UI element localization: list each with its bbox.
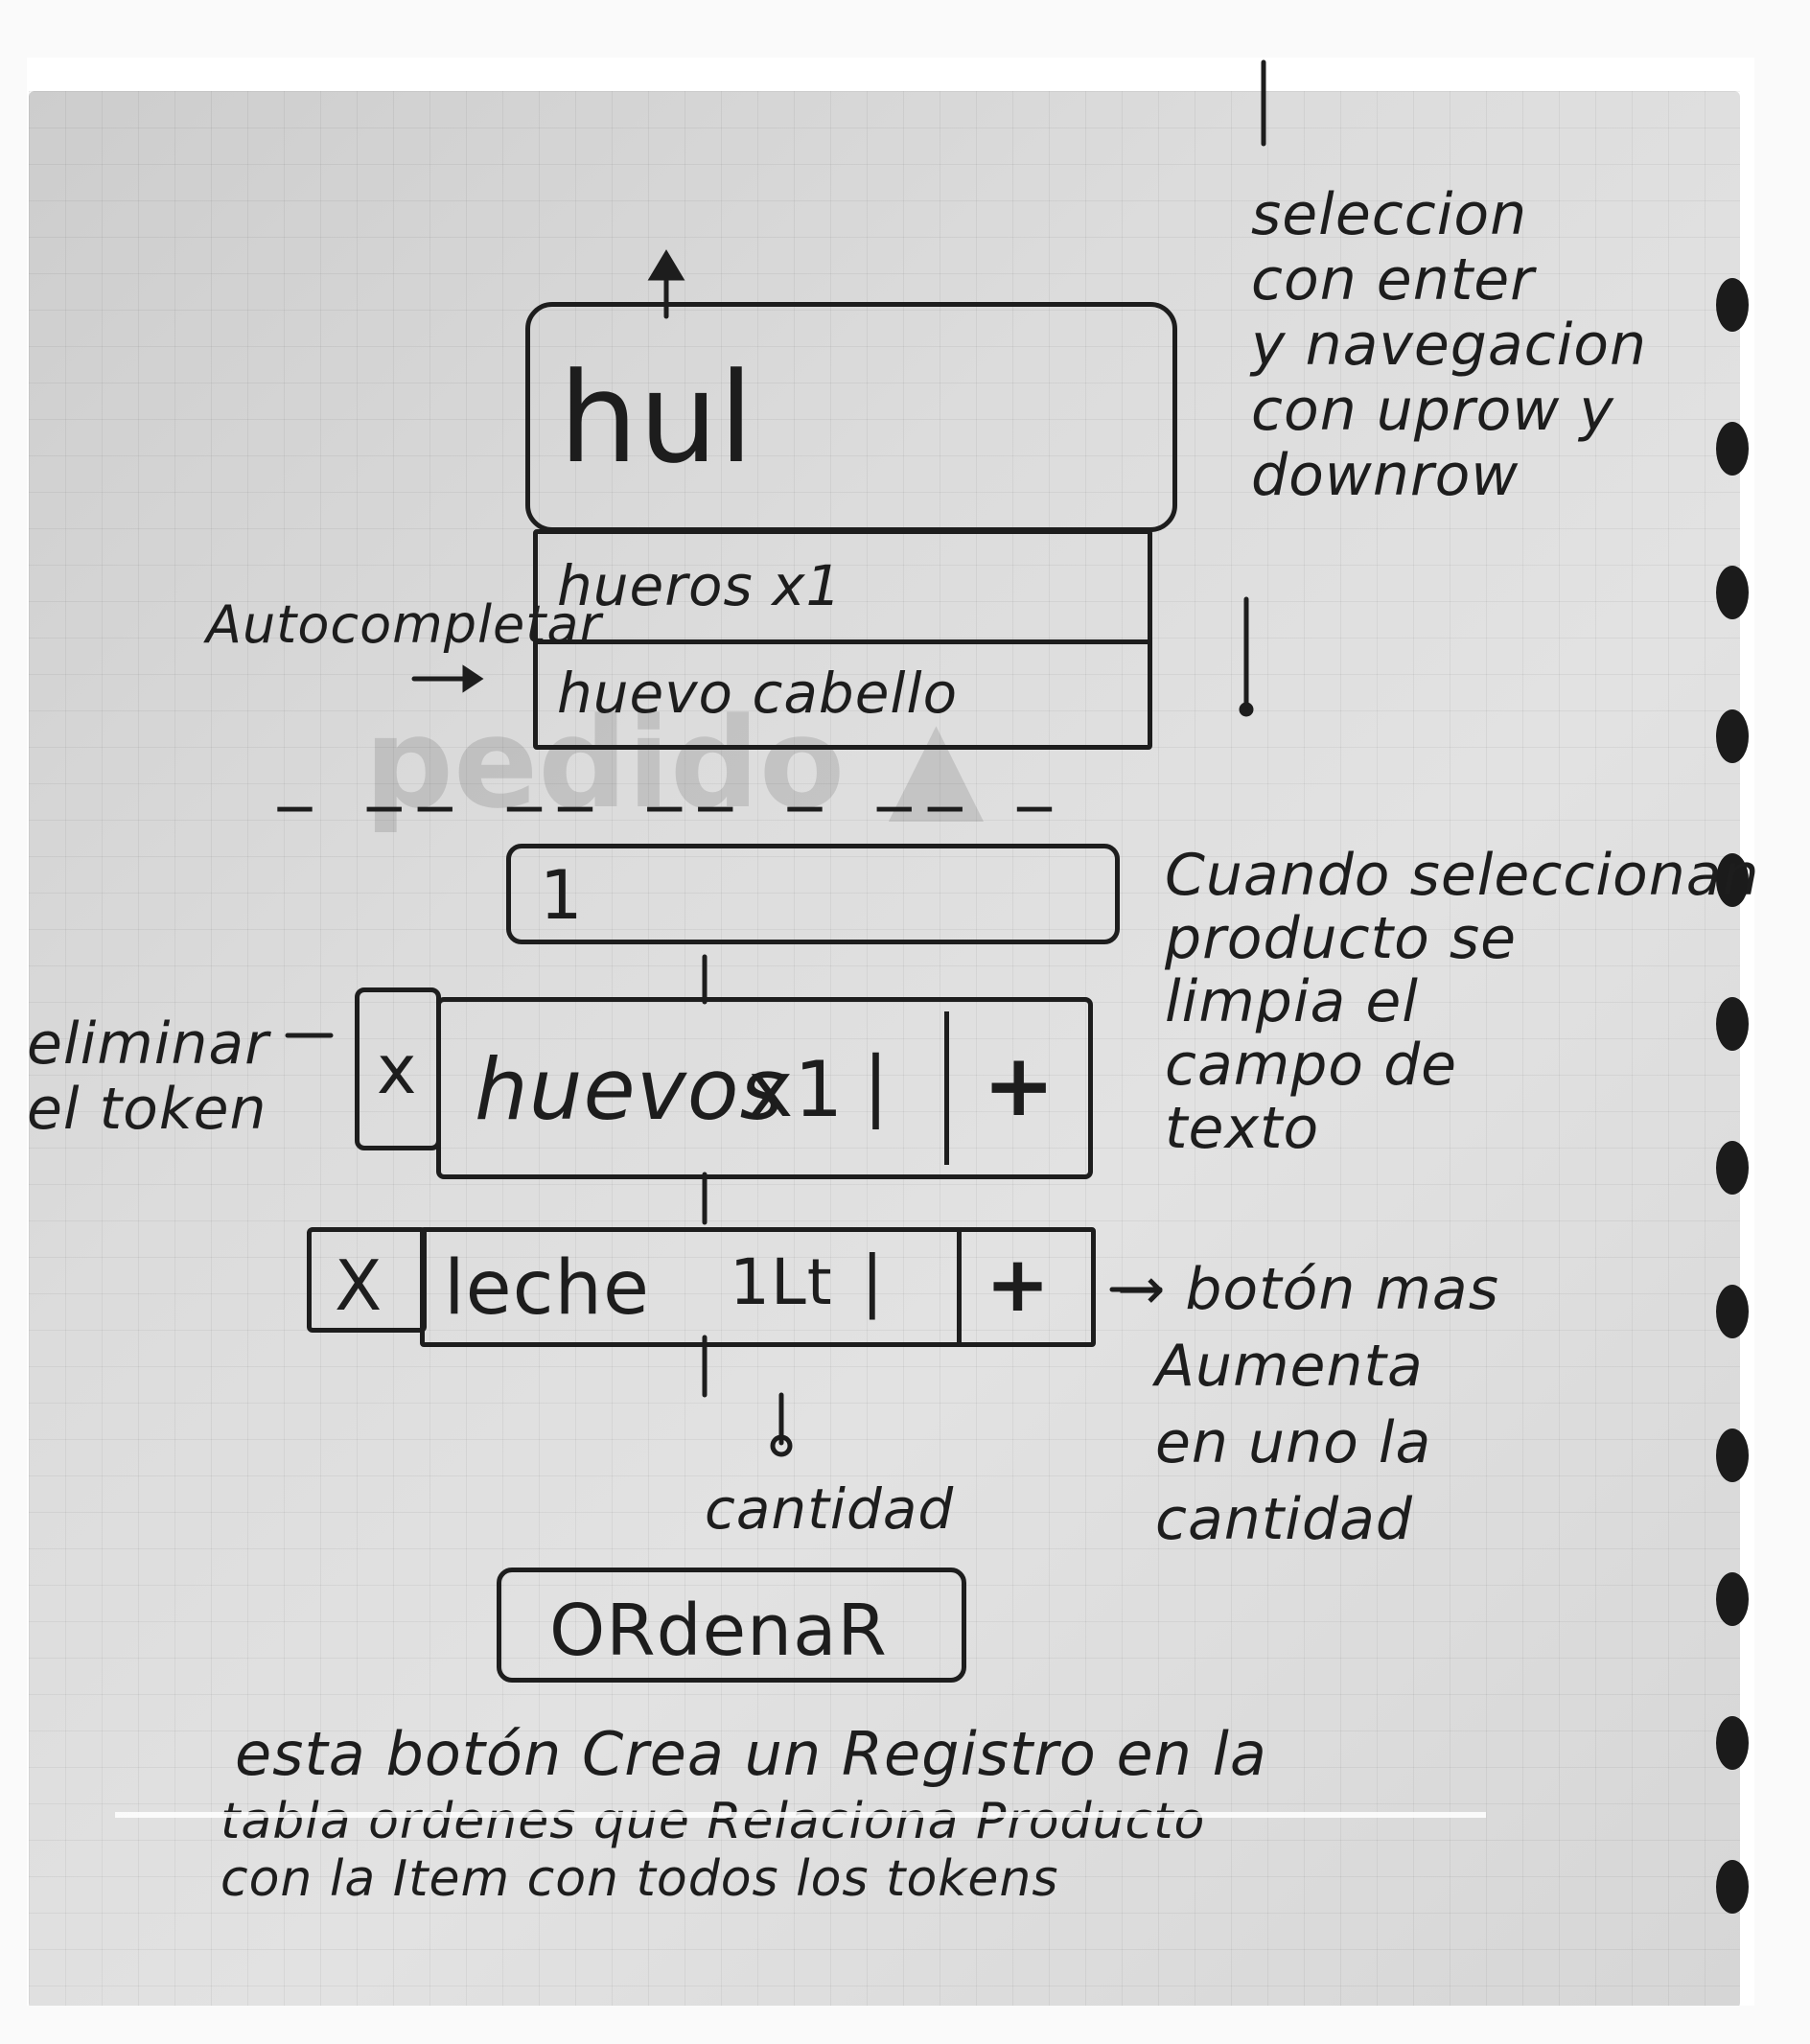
note-line: tabla ordenes que Relaciona Producto [220, 1793, 1206, 1850]
note-line: downrow [1251, 442, 1520, 509]
quantity-label: cantidad [705, 1476, 955, 1542]
notebook-page [29, 91, 1740, 2009]
close-icon: X [335, 1245, 383, 1326]
clear-field-note: Cuando seleccionan producto se limpia el… [1165, 844, 1760, 1160]
token-item: huevos x1 | + [436, 997, 1093, 1179]
binding-hole [1716, 1141, 1749, 1195]
binding-hole [1716, 1572, 1749, 1626]
note-line: esta botón Crea un Registro en la [235, 1719, 1267, 1789]
binding-hole [1716, 853, 1749, 907]
binding-hole [1716, 709, 1749, 763]
note-line: limpia el [1165, 968, 1419, 1035]
binding-hole [1716, 1716, 1749, 1770]
token-divider: | [861, 1242, 885, 1320]
selection-note: seleccion con enter y navegacion con upr… [1251, 182, 1647, 508]
close-icon: x [377, 1031, 418, 1109]
binding-hole [1716, 1285, 1749, 1338]
token-quantity: x1 [748, 1045, 845, 1134]
remove-token-note: eliminar el token [27, 1011, 269, 1142]
suggestion-item: hueros x1 [557, 553, 843, 618]
search-input-sketch: hul [525, 302, 1177, 532]
binding-hole [1716, 997, 1749, 1051]
token-label: huevos [475, 1040, 785, 1139]
torn-edge-bottom [0, 2006, 1810, 2044]
autocomplete-label: Autocompletar [206, 594, 602, 655]
note-line: en uno la [1155, 1409, 1432, 1476]
order-button-label: ORdenaR [549, 1590, 888, 1672]
dash-separator: _ __ __ __ _ __ _ [278, 733, 1069, 812]
note-line: texto [1165, 1095, 1320, 1162]
note-line: campo de [1165, 1032, 1458, 1099]
grid-lines [29, 91, 1740, 2009]
plus-icon: + [986, 1240, 1052, 1329]
binding-hole [1716, 566, 1749, 619]
suggestion-item: huevo cabello [557, 661, 959, 726]
note-line: → botón mas [1117, 1256, 1499, 1323]
order-button-note: esta botón Crea un Registro en la tabla … [220, 1716, 1266, 1908]
glare-stripe [115, 1812, 1486, 1818]
token-divider-line [957, 1232, 962, 1345]
binding-hole [1716, 278, 1749, 332]
note-line: producto se [1165, 905, 1518, 972]
token-divider-line [944, 1011, 949, 1165]
token-divider: | [863, 1040, 890, 1129]
bleed-through-text: pedido ▲ [364, 690, 985, 836]
torn-edge-left [0, 0, 27, 2044]
note-line: Cuando seleccionan [1165, 842, 1760, 909]
order-button-sketch: ORdenaR [497, 1568, 966, 1683]
note-line: con uprow y [1251, 377, 1614, 444]
token-label: leche [444, 1245, 650, 1332]
note-line: cantidad [1155, 1486, 1413, 1553]
torn-edge-top [0, 0, 1810, 58]
remove-token-button: x [355, 987, 441, 1150]
binding-hole [1716, 1860, 1749, 1914]
token-quantity: 1Lt [730, 1245, 833, 1319]
note-line: seleccion [1251, 181, 1528, 248]
note-line: Aumenta [1155, 1333, 1424, 1400]
text-field-sketch: 1 [506, 844, 1120, 944]
list-divider [538, 639, 1148, 644]
note-line: y navegacion [1251, 312, 1648, 379]
search-input-text: hul [559, 345, 754, 491]
binding-hole [1716, 422, 1749, 476]
token-item: leche 1Lt | + [420, 1227, 1096, 1347]
note-line: el token [27, 1076, 267, 1143]
remove-token-button: X [307, 1227, 427, 1333]
torn-edge-right [1754, 0, 1810, 2044]
note-line: con la Item con todos los tokens [220, 1850, 1059, 1908]
note-line: con enter [1251, 246, 1535, 314]
plus-icon: + [983, 1035, 1056, 1136]
text-field-value: 1 [540, 856, 584, 935]
binding-hole [1716, 1428, 1749, 1482]
note-line: eliminar [27, 1010, 269, 1078]
autocomplete-list-sketch: hueros x1 huevo cabello [533, 529, 1152, 750]
plus-button-note: → botón mas Aumenta en uno la cantidad [1117, 1251, 1499, 1558]
